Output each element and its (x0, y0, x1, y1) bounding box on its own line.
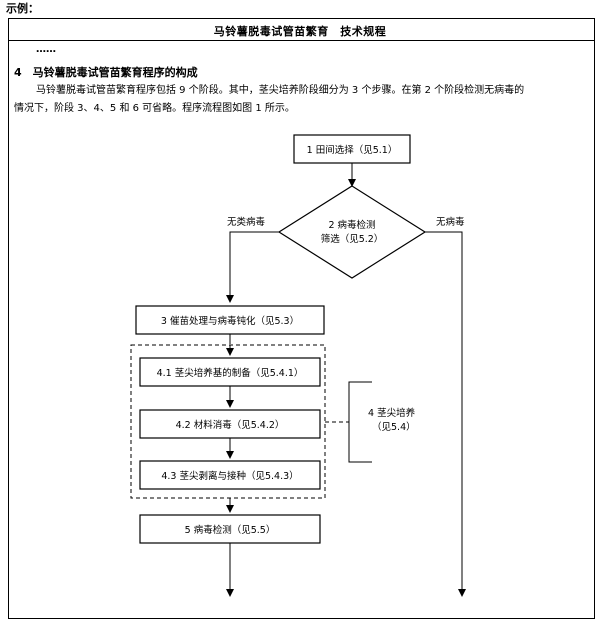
step-4-3-label: 4.3 茎尖剥离与接种（见5.4.3） (161, 470, 298, 482)
step-4-1-label: 4.1 茎尖培养基的制备（见5.4.1） (157, 367, 304, 379)
branch-left-line (226, 231, 279, 303)
branch-left-label: 无类病毒 (227, 216, 266, 228)
step-4-2-box (139, 409, 321, 439)
decision-diamond (277, 185, 427, 279)
branch-right-label: 无病毒 (436, 216, 465, 228)
branch-right-line (425, 231, 466, 597)
step-4-3-box (139, 460, 321, 490)
step-5-box (139, 514, 321, 544)
step-4-bracket (348, 381, 372, 463)
example-label: 示例： (6, 2, 39, 15)
step-4-label-line1: 4 茎尖培养 (368, 407, 416, 419)
document-title: 马铃薯脱毒试管苗繁育 技术规程 (213, 25, 387, 38)
step-1-box (293, 134, 411, 164)
step-1-label: 1 田间选择（见5.1） (307, 144, 398, 156)
section-paragraph: 马铃薯脱毒试管苗繁育程序包括 9 个阶段。其中，茎尖培养阶段细分为 3 个步骤。… (14, 82, 590, 118)
step-2-label-line2: 筛选（见5.2） (321, 233, 384, 245)
step-4-dashed-group (130, 344, 326, 499)
step-4-label-line2: （见5.4） (372, 421, 416, 433)
document-frame (8, 18, 595, 619)
paragraph-line-2: 情况下，阶段 3、4、5 和 6 可省略。程序流程图如图 1 所示。 (14, 103, 295, 114)
step-5-label: 5 病毒检测（见5.5） (185, 524, 276, 536)
step-4-1-box (139, 357, 321, 387)
omission-ellipsis: …… (36, 44, 56, 55)
section-heading: 4 马铃薯脱毒试管苗繁育程序的构成 (14, 66, 198, 79)
step-4-2-label: 4.2 材料消毒（见5.4.2） (176, 419, 285, 431)
step-2-label-line1: 2 病毒检测 (328, 219, 375, 231)
title-divider (8, 40, 595, 41)
step-3-label: 3 催苗处理与病毒钝化（见5.3） (161, 315, 299, 327)
paragraph-line-1: 马铃薯脱毒试管苗繁育程序包括 9 个阶段。其中，茎尖培养阶段细分为 3 个步骤。… (36, 85, 525, 96)
step-3-box (135, 305, 325, 335)
